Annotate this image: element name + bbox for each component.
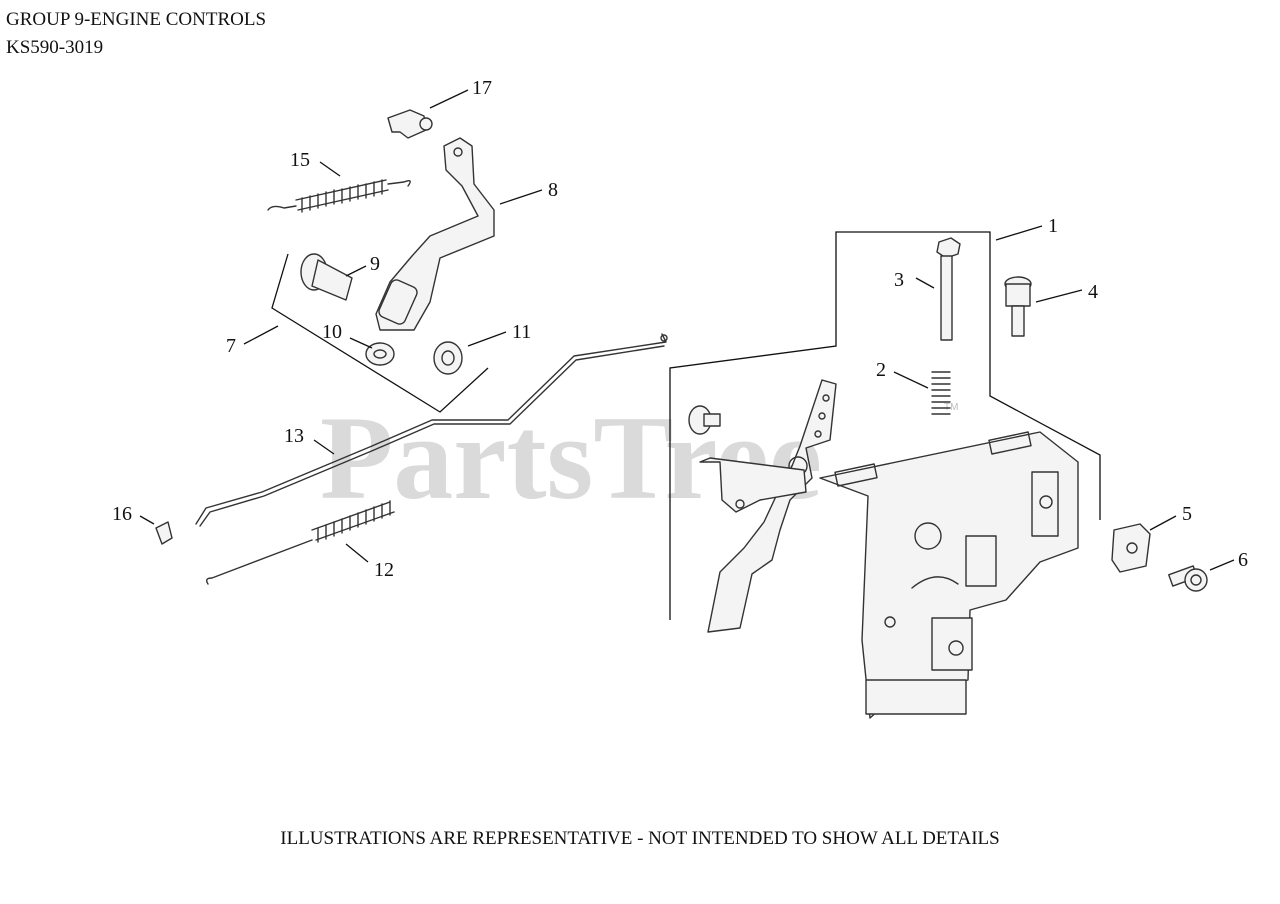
- callout-2[interactable]: 2: [876, 359, 886, 381]
- part-13-rod[interactable]: [195, 333, 668, 527]
- part-6-bolt[interactable]: [1168, 565, 1208, 592]
- callout-3[interactable]: 3: [894, 269, 904, 291]
- callout-4[interactable]: 4: [1088, 281, 1098, 303]
- part-17-clip[interactable]: [387, 109, 433, 139]
- callout-12[interactable]: 12: [374, 559, 394, 581]
- callout-9[interactable]: 9: [370, 253, 380, 275]
- callout-8[interactable]: 8: [548, 179, 558, 201]
- callout-15[interactable]: 15: [290, 149, 310, 171]
- part-11-bushing[interactable]: [433, 341, 463, 375]
- model-number: KS590-3019: [6, 37, 104, 58]
- assembly-1-outline: [669, 231, 1101, 620]
- part-7-bracket: [271, 253, 489, 413]
- main-control-bracket[interactable]: [819, 431, 1079, 719]
- callout-5[interactable]: 5: [1182, 503, 1192, 525]
- part-2-spring[interactable]: [931, 371, 951, 415]
- disclaimer-text: ILLUSTRATIONS ARE REPRESENTATIVE - NOT I…: [280, 828, 1000, 849]
- group-title: GROUP 9-ENGINE CONTROLS: [6, 9, 267, 30]
- callout-7[interactable]: 7: [226, 335, 236, 357]
- leader-lines: [139, 89, 1235, 571]
- callout-11[interactable]: 11: [512, 321, 531, 343]
- part-5-clip[interactable]: [1111, 523, 1151, 573]
- callout-13[interactable]: 13: [284, 425, 304, 447]
- callout-16[interactable]: 16: [112, 503, 132, 525]
- watermark-tm: TM: [944, 402, 958, 413]
- part-16-grommet[interactable]: [155, 521, 173, 545]
- callout-17[interactable]: 17: [472, 77, 492, 99]
- part-3-bolt[interactable]: [936, 237, 961, 341]
- callout-1[interactable]: 1: [1048, 215, 1058, 237]
- part-10-washer[interactable]: [365, 342, 395, 366]
- part-12-spring[interactable]: [205, 500, 395, 585]
- assembly-pin[interactable]: [688, 405, 721, 435]
- callout-6[interactable]: 6: [1238, 549, 1248, 571]
- part-8-lever[interactable]: [375, 137, 495, 331]
- part-4-screw[interactable]: [1004, 276, 1032, 337]
- throttle-plate[interactable]: [699, 457, 807, 513]
- part-9-pin[interactable]: [300, 253, 353, 301]
- part-15-spring[interactable]: [267, 179, 411, 213]
- diagram-header: GROUP 9-ENGINE CONTROLS KS590-3019: [6, 6, 266, 62]
- callout-10[interactable]: 10: [322, 321, 342, 343]
